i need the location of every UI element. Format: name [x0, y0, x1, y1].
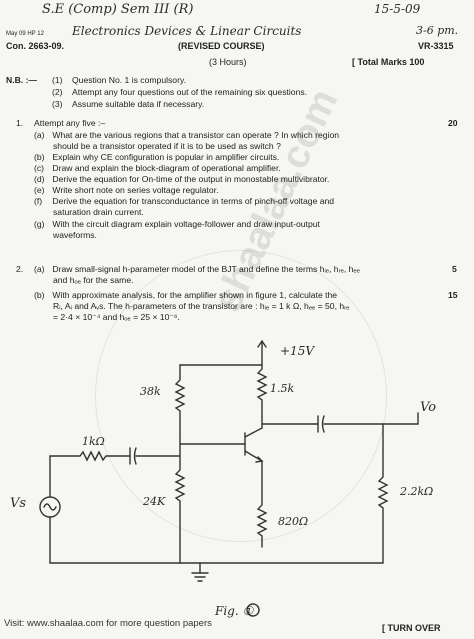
- q1-part-b: (b) Explain why CE configuration is popu…: [34, 152, 280, 162]
- q1-part-e: (e) Write short note on series voltage r…: [34, 185, 219, 195]
- q2-part-a-cont: and hₒₑ for the same.: [53, 275, 134, 285]
- q1-part-f: (f) Derive the equation for transconduct…: [34, 196, 335, 206]
- r1k-label: 1kΩ: [82, 435, 105, 448]
- r820-label: 820Ω: [278, 515, 308, 528]
- handwritten-subject: Electronics Devices & Linear Circuits: [72, 24, 302, 38]
- q1-part-c: (c) Draw and explain the block-diagram o…: [34, 163, 281, 173]
- vs-label: Vs: [10, 496, 26, 511]
- handwritten-title: S.E (Comp) Sem III (R): [42, 2, 194, 17]
- q2-part-b: (b) With approximate analysis, for the a…: [34, 290, 338, 300]
- q1-marks: 20: [448, 118, 458, 128]
- q2-number: 2.: [16, 264, 24, 274]
- q1-part-g: (g) With the circuit diagram explain vol…: [34, 219, 320, 229]
- total-marks: [ Total Marks 100: [352, 57, 425, 67]
- footer-visit-text: Visit: www.shaalaa.com for more question…: [4, 618, 212, 629]
- turn-over: [ TURN OVER: [382, 623, 441, 633]
- nb-item-2: (2)Attempt any four questions out of the…: [52, 87, 308, 97]
- figure-label: Fig. ①: [214, 604, 254, 618]
- vo-label: Vo: [420, 400, 436, 415]
- handwritten-time: 3-6 pm.: [416, 24, 459, 37]
- duration: (3 Hours): [209, 57, 247, 67]
- nb-item-3: (3)Assume suitable data if necessary.: [52, 99, 205, 109]
- q2-b-marks: 15: [448, 290, 458, 300]
- r22k-label: 2.2kΩ: [399, 485, 433, 498]
- nb-item-1: (1)Question No. 1 is compulsory.: [52, 75, 186, 85]
- q2-part-b-cont-1: Rᵢ, Aᵢ and Aᵥs. The h-parameters of the …: [53, 301, 350, 311]
- paper-code-small: May 09 HP 12: [6, 31, 44, 37]
- q1-part-a: (a) What are the various regions that a …: [34, 130, 340, 140]
- nb-prefix: N.B. :—: [6, 75, 38, 85]
- vcc-label: +15V: [280, 344, 315, 358]
- watermark-circle: [95, 250, 387, 542]
- amplifier-circuit-figure: +15V 38k 1.5k 1kΩ 24K 820Ω 2.2kΩ Vs Vo F…: [10, 339, 436, 618]
- course-type: (REVISED COURSE): [178, 41, 265, 51]
- q2-part-a: (a) Draw small-signal h-parameter model …: [34, 264, 360, 274]
- handwritten-date: 15-5-09: [374, 2, 421, 16]
- q1-part-a-cont: should be a transistor operated if it is…: [53, 141, 281, 151]
- r15k-label: 1.5k: [270, 382, 294, 395]
- q2-part-b-cont-2: = 2·4 × 10⁻⁴ and hₒₑ = 25 × 10⁻⁶.: [53, 312, 180, 322]
- q1-part-g-cont: waveforms.: [53, 230, 97, 240]
- vr-code: VR-3315: [418, 41, 454, 51]
- r24k-label: 24K: [142, 495, 166, 508]
- q1-part-d: (d) Derive the equation for On-time of t…: [34, 174, 330, 184]
- q1-part-f-cont: saturation drain current.: [53, 207, 144, 217]
- q1-title: Attempt any five :–: [34, 118, 106, 128]
- con-number: Con. 2663-09.: [6, 41, 65, 51]
- q1-number: 1.: [16, 118, 24, 128]
- q2-a-marks: 5: [452, 264, 457, 274]
- r38k-label: 38k: [140, 385, 161, 398]
